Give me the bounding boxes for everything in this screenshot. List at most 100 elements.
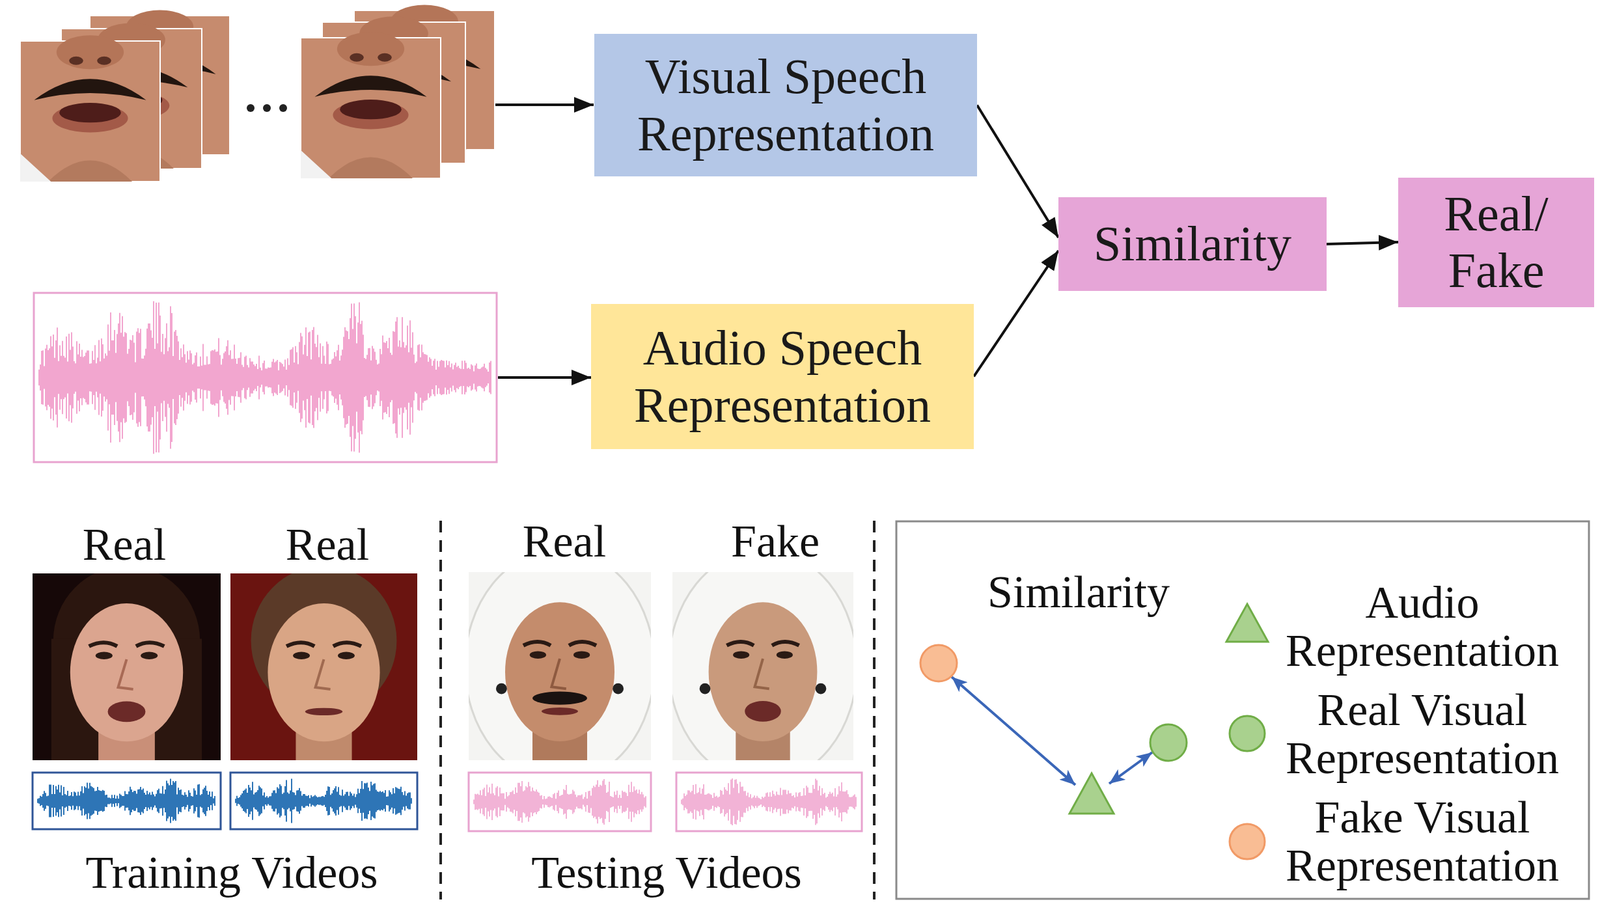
waveform-frame xyxy=(468,772,651,832)
legend-swatch xyxy=(1224,601,1270,648)
eye xyxy=(776,650,793,659)
distance-arrow xyxy=(1109,752,1153,784)
box-label: Visual Speech Representation xyxy=(604,48,967,163)
input-arrow xyxy=(494,103,594,107)
collar xyxy=(20,153,51,182)
headset xyxy=(496,683,508,695)
eyebrow xyxy=(772,641,800,646)
video-label: Real xyxy=(82,519,166,570)
flow-arrow xyxy=(977,105,1059,239)
eye xyxy=(529,650,547,659)
waveform xyxy=(473,779,646,825)
eyebrow xyxy=(89,642,118,647)
nostril xyxy=(349,53,364,62)
nostril xyxy=(68,56,84,66)
mouth xyxy=(541,707,579,716)
legend-panel xyxy=(896,521,1589,899)
legend-text: Audio Representation xyxy=(1275,578,1569,675)
face-image xyxy=(672,572,854,761)
legend-text: Real Visual Representation xyxy=(1275,686,1569,782)
waveform-frame xyxy=(33,292,497,463)
mouth-opening xyxy=(339,99,402,120)
face xyxy=(70,603,183,742)
flow-arrow xyxy=(1326,242,1399,245)
mouth xyxy=(744,701,782,722)
video-label: Real xyxy=(285,519,370,570)
eyebrow xyxy=(286,642,315,647)
panel-heading: Similarity xyxy=(987,566,1170,618)
eyebrow xyxy=(568,641,597,646)
face-image xyxy=(32,573,221,761)
waveform xyxy=(37,778,215,823)
mouth xyxy=(108,701,146,723)
process-box: Similarity xyxy=(1058,197,1327,291)
waveform xyxy=(681,778,856,826)
waveform xyxy=(39,301,491,454)
flow-arrow xyxy=(973,250,1059,377)
eye xyxy=(732,650,750,659)
group-caption: Testing Videos xyxy=(531,847,802,898)
mustache xyxy=(532,691,588,705)
nose xyxy=(56,35,124,69)
chin-shade xyxy=(48,160,133,182)
headset xyxy=(699,683,711,695)
nostril xyxy=(96,56,112,66)
headwear xyxy=(468,572,651,761)
dashed-separator xyxy=(872,520,876,900)
process-box: Real/ Fake xyxy=(1398,177,1595,308)
nose xyxy=(117,659,133,690)
eyebrow xyxy=(136,642,165,647)
headset xyxy=(815,683,827,695)
box-label: Similarity xyxy=(1093,215,1292,273)
eye xyxy=(140,652,158,660)
swatch-triangle xyxy=(1226,604,1269,642)
nose xyxy=(754,658,769,689)
ellipsis-dot xyxy=(279,104,288,112)
box-label: Audio Speech Representation xyxy=(601,319,964,434)
face-image xyxy=(230,573,418,761)
legend-text: Fake Visual Representation xyxy=(1275,793,1569,890)
ellipsis-dot xyxy=(262,104,271,112)
video-label: Fake xyxy=(731,516,820,567)
mouth-frame xyxy=(20,35,161,182)
waveform-frame xyxy=(230,772,418,830)
swatch-circle xyxy=(1229,824,1265,860)
face-image xyxy=(468,572,651,761)
legend-swatch xyxy=(1224,818,1270,865)
swatch-circle xyxy=(1229,716,1265,752)
face xyxy=(708,602,818,742)
nose xyxy=(337,31,405,66)
mouth-opening xyxy=(59,102,122,123)
nose xyxy=(315,659,331,690)
waveform-frame xyxy=(676,772,862,832)
dashed-separator xyxy=(439,520,442,900)
ellipsis-dot xyxy=(246,104,255,112)
waveform xyxy=(235,778,412,823)
distance-arrow xyxy=(951,676,1076,786)
headwear xyxy=(672,572,854,761)
mustache xyxy=(34,78,147,100)
audio-point xyxy=(1069,773,1114,814)
face xyxy=(505,602,615,742)
input-arrow xyxy=(497,376,592,379)
eye xyxy=(337,652,355,660)
process-box: Visual Speech Representation xyxy=(594,33,978,177)
waveform-frame xyxy=(32,772,221,830)
fake-visual-point xyxy=(920,645,957,682)
eyebrow xyxy=(523,641,551,646)
mouth xyxy=(305,708,343,716)
eyebrow xyxy=(726,641,754,646)
chin-shade xyxy=(328,157,413,179)
legend-swatch xyxy=(1224,710,1270,757)
real-visual-point xyxy=(1150,724,1187,761)
face xyxy=(267,603,380,742)
eye xyxy=(95,652,113,660)
eyebrow xyxy=(333,642,362,647)
mouth-frame xyxy=(300,31,441,179)
video-label: Real xyxy=(522,516,607,567)
group-caption: Training Videos xyxy=(85,847,379,898)
mustache xyxy=(315,75,428,97)
nose xyxy=(551,658,566,689)
